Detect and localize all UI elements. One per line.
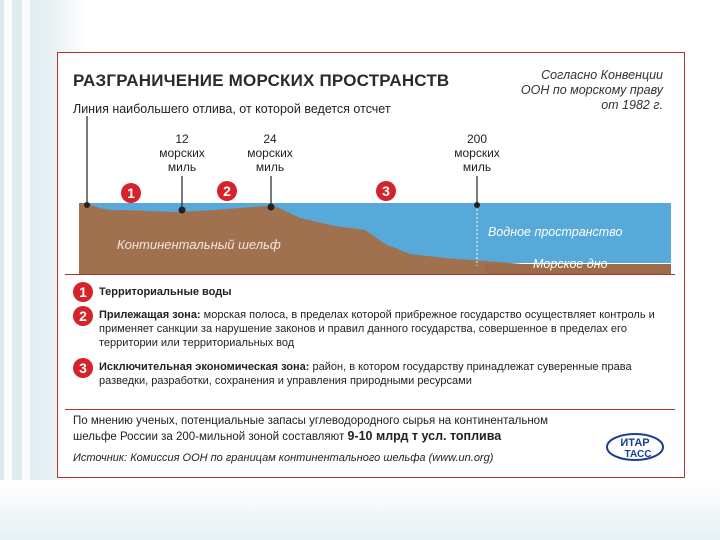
logo-line-1: ИТАР [620, 437, 649, 449]
zone-2-number: 2 [223, 183, 231, 199]
slide-side-squares [2, 0, 38, 540]
infographic-title: РАЗГРАНИЧЕНИЕ МОРСКИХ ПРОСТРАНСТВ [73, 71, 450, 90]
distance-200-label: 200 морских миль [454, 132, 500, 174]
continental-shelf-shape [79, 203, 671, 274]
cross-section-diagram: 1 2 3 [79, 116, 671, 274]
reserves-note-value: 9-10 млрд т усл. топлива [347, 429, 502, 443]
point-24-miles [267, 203, 275, 211]
point-12-miles [178, 206, 186, 214]
water-space-label: Водное пространство [488, 225, 623, 239]
zone-2-marker: 2 [217, 181, 237, 201]
legend-heading-3: Исключительная экономическая зона: [99, 361, 310, 373]
zone-3-number: 3 [382, 183, 390, 199]
footer: По мнению ученых, потенциальные запасы у… [65, 409, 675, 469]
convention-note: Согласно Конвенции ООН по морскому праву… [520, 68, 663, 112]
point-low-tide [84, 202, 90, 208]
itar-tass-logo: ИТАР ТАСС [606, 433, 664, 461]
zone-1-number: 1 [127, 185, 135, 201]
legend-heading-2: Прилежащая зона: [99, 309, 201, 321]
legend-item-1: 1 Территориальные воды [73, 282, 673, 304]
distance-24-label: 24 морских миль [247, 132, 293, 174]
zone-3-marker: 3 [376, 181, 396, 201]
reserves-note: По мнению ученых, потенциальные запасы у… [73, 414, 593, 445]
continental-shelf-label: Континентальный шельф [117, 237, 281, 252]
legend-number-1: 1 [73, 282, 93, 302]
infographic-frame: РАЗГРАНИЧЕНИЕ МОРСКИХ ПРОСТРАНСТВ Соглас… [57, 52, 685, 478]
source-note: Источник: Комиссия ООН по границам конти… [73, 452, 494, 464]
seabed-strip [485, 264, 671, 274]
reserves-note-text: По мнению ученых, потенциальные запасы у… [73, 415, 548, 443]
zone-1-marker: 1 [121, 183, 141, 203]
low-tide-label: Линия наибольшего отлива, от которой вед… [73, 102, 391, 116]
infographic: РАЗГРАНИЧЕНИЕ МОРСКИХ ПРОСТРАНСТВ Соглас… [65, 60, 675, 468]
seabed-label: Морское дно [533, 257, 608, 271]
distance-12-label: 12 морских миль [159, 132, 205, 174]
legend-heading-1: Территориальные воды [99, 286, 232, 298]
legend-body-3: район, в котором государству принадлежат… [99, 361, 632, 387]
legend-item-3: 3 Исключительная экономическая зона: рай… [73, 358, 673, 398]
legend-body-2: морская полоса, в пределах которой прибр… [99, 309, 655, 349]
legend-item-2: 2 Прилежащая зона: морская полоса, в пре… [73, 306, 673, 356]
legend-number-3: 3 [73, 358, 93, 378]
legend-number-2: 2 [73, 306, 93, 326]
legend: 1 Территориальные воды 2 Прилежащая зона… [65, 274, 675, 410]
logo-line-2: ТАСС [625, 449, 652, 460]
point-200-miles [474, 202, 480, 208]
slide-bottom-fade [0, 480, 720, 540]
